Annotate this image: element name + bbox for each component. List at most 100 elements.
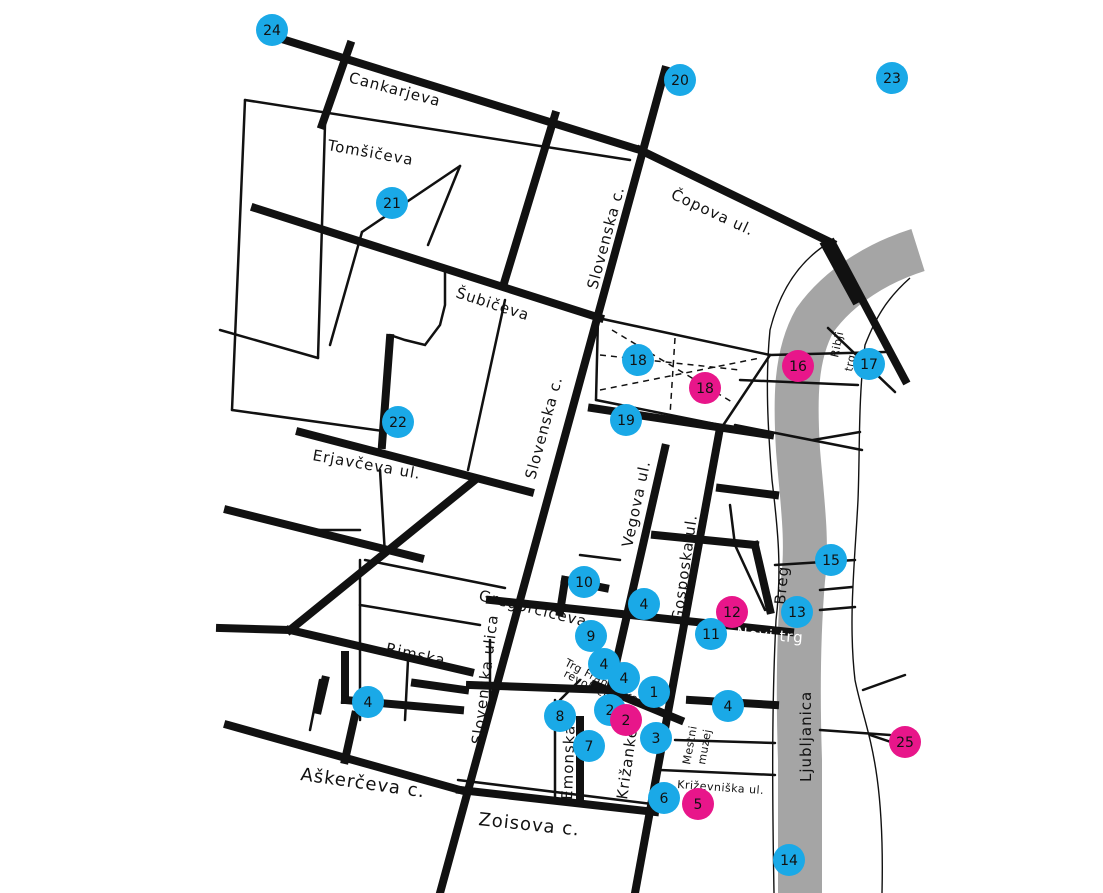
marker-label: 17 <box>860 357 878 373</box>
map-marker-m13[interactable]: 13 <box>781 596 813 628</box>
marker-label: 4 <box>724 699 733 715</box>
street-label-mestni-muzej-2: muzej <box>695 728 714 766</box>
marker-label: 18 <box>696 381 714 397</box>
park-paths <box>599 329 761 416</box>
marker-label: 20 <box>671 73 689 89</box>
map-marker-m24[interactable]: 24 <box>256 14 288 46</box>
marker-circle[interactable] <box>640 722 672 754</box>
marker-label: 24 <box>263 23 281 39</box>
map-marker-m17[interactable]: 17 <box>853 348 885 380</box>
marker-circle[interactable] <box>695 618 727 650</box>
marker-circle[interactable] <box>712 690 744 722</box>
marker-label: 21 <box>383 196 401 212</box>
marker-label: 8 <box>556 709 565 725</box>
map-marker-m1[interactable]: 1 <box>638 676 670 708</box>
marker-circle[interactable] <box>352 686 384 718</box>
marker-circle[interactable] <box>376 187 408 219</box>
street-label-emonska: Emonska <box>558 724 579 800</box>
marker-circle[interactable] <box>815 544 847 576</box>
marker-circle[interactable] <box>664 64 696 96</box>
street-label-krizanke: Križanke <box>613 727 641 801</box>
marker-circle[interactable] <box>382 406 414 438</box>
map-marker-m21[interactable]: 21 <box>376 187 408 219</box>
marker-label: 19 <box>617 413 635 429</box>
marker-label: 12 <box>723 605 741 621</box>
marker-circle[interactable] <box>544 700 576 732</box>
marker-label: 10 <box>575 575 593 591</box>
map-marker-m12[interactable]: 12 <box>716 596 748 628</box>
street-label-tomsiceva: Tomšičeva <box>325 136 415 169</box>
marker-label: 13 <box>788 605 806 621</box>
street-label-novi-trg: Novi trg <box>736 624 805 647</box>
marker-circle[interactable] <box>773 844 805 876</box>
map-marker-m3[interactable]: 3 <box>640 722 672 754</box>
map-marker-m23[interactable]: 23 <box>876 62 908 94</box>
marker-circle[interactable] <box>876 62 908 94</box>
marker-circle[interactable] <box>610 404 642 436</box>
marker-label: 14 <box>780 853 798 869</box>
map-marker-m4c[interactable]: 4 <box>608 662 640 694</box>
marker-label: 15 <box>822 553 840 569</box>
river-ljubljanica <box>774 229 925 893</box>
map-marker-m9[interactable]: 9 <box>575 620 607 652</box>
marker-label: 11 <box>702 627 720 643</box>
marker-label: 4 <box>620 671 629 687</box>
marker-circle[interactable] <box>889 726 921 758</box>
map-marker-m25[interactable]: 25 <box>889 726 921 758</box>
major-streets <box>215 30 911 893</box>
marker-circle[interactable] <box>781 596 813 628</box>
map-marker-m16[interactable]: 16 <box>782 350 814 382</box>
marker-label: 22 <box>389 415 407 431</box>
marker-circle[interactable] <box>575 620 607 652</box>
marker-circle[interactable] <box>608 662 640 694</box>
marker-circle[interactable] <box>689 372 721 404</box>
marker-circle[interactable] <box>782 350 814 382</box>
map-marker-m22[interactable]: 22 <box>382 406 414 438</box>
marker-label: 2 <box>606 703 615 719</box>
map-marker-m20[interactable]: 20 <box>664 64 696 96</box>
map-marker-m4e[interactable]: 4 <box>352 686 384 718</box>
street-label-zoisova: Zoisova c. <box>477 809 580 841</box>
map-marker-m19[interactable]: 19 <box>610 404 642 436</box>
marker-circle[interactable] <box>573 730 605 762</box>
map-marker-m18p[interactable]: 18 <box>689 372 721 404</box>
marker-label: 3 <box>652 731 661 747</box>
map-marker-m4d[interactable]: 4 <box>712 690 744 722</box>
map-marker-m15[interactable]: 15 <box>815 544 847 576</box>
marker-circle[interactable] <box>648 782 680 814</box>
marker-circle[interactable] <box>628 588 660 620</box>
marker-circle[interactable] <box>610 704 642 736</box>
map-marker-m4a[interactable]: 4 <box>628 588 660 620</box>
marker-circle[interactable] <box>682 788 714 820</box>
marker-label: 5 <box>694 797 703 813</box>
marker-circle[interactable] <box>853 348 885 380</box>
street-label-breg: Breg <box>771 565 792 605</box>
marker-label: 23 <box>883 71 901 87</box>
marker-circle[interactable] <box>568 566 600 598</box>
marker-label: 9 <box>587 629 596 645</box>
map-marker-m5[interactable]: 5 <box>682 788 714 820</box>
marker-circle[interactable] <box>256 14 288 46</box>
map-marker-m14[interactable]: 14 <box>773 844 805 876</box>
marker-label: 18 <box>629 353 647 369</box>
street-label-copova: Čopova ul. <box>668 184 757 239</box>
map-marker-m7[interactable]: 7 <box>573 730 605 762</box>
marker-label: 16 <box>789 359 807 375</box>
map-marker-m8[interactable]: 8 <box>544 700 576 732</box>
map-marker-m11[interactable]: 11 <box>695 618 727 650</box>
marker-label: 4 <box>364 695 373 711</box>
marker-label: 6 <box>660 791 669 807</box>
street-label-ljubljanica: Ljubljanica <box>797 691 815 782</box>
minor-streets <box>218 98 907 807</box>
marker-circle[interactable] <box>638 676 670 708</box>
marker-circle[interactable] <box>716 596 748 628</box>
map-marker-m10[interactable]: 10 <box>568 566 600 598</box>
marker-label: 25 <box>896 735 914 751</box>
map-marker-m18b[interactable]: 18 <box>622 344 654 376</box>
street-label-ribji-trg-1: Ribji <box>828 330 846 358</box>
marker-circle[interactable] <box>622 344 654 376</box>
map-marker-m6[interactable]: 6 <box>648 782 680 814</box>
map-marker-m2p[interactable]: 2 <box>610 704 642 736</box>
